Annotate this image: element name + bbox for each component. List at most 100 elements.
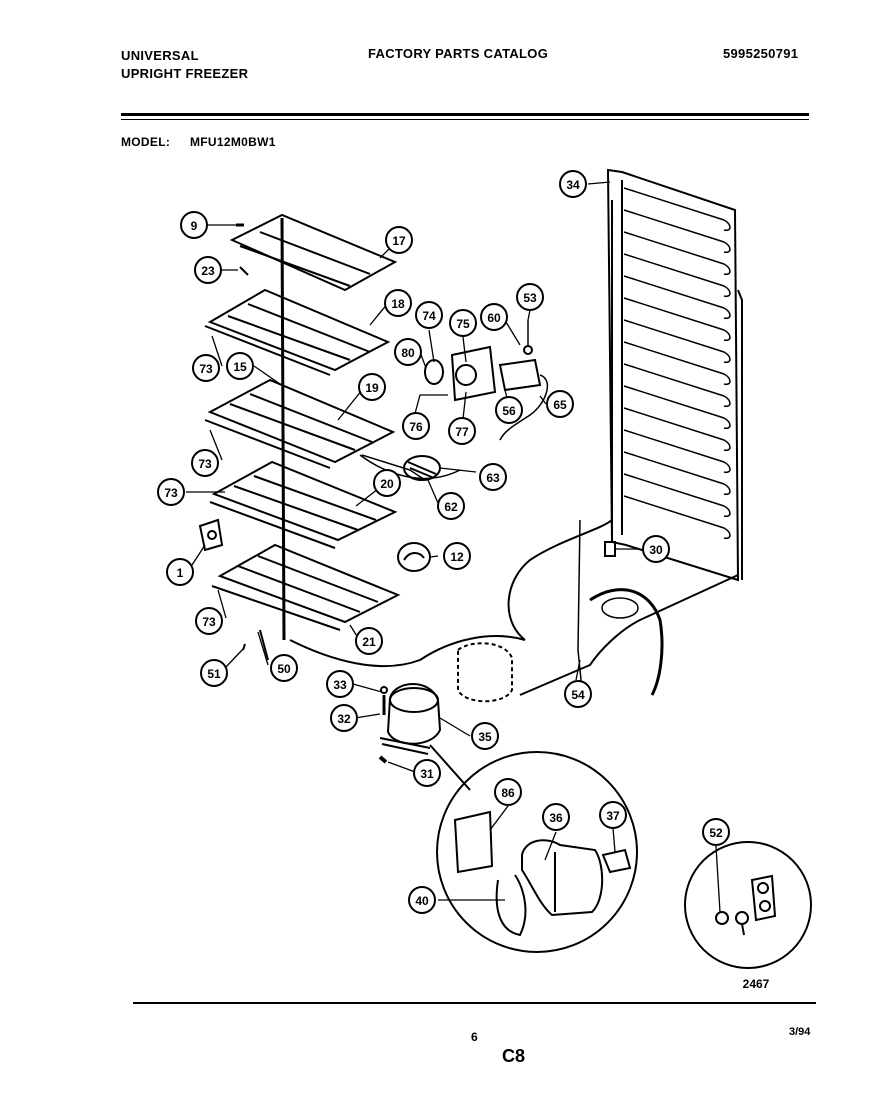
refrigerant-tube (289, 519, 613, 668)
shelf-bottom (211, 543, 401, 631)
callout-label: 60 (487, 311, 501, 325)
callout-33: 33 (326, 670, 354, 698)
header-rule-thin (121, 119, 809, 120)
callout-19: 19 (358, 373, 386, 401)
shelf-top (229, 213, 398, 292)
callout-17: 17 (385, 226, 413, 254)
callout-label: 33 (333, 678, 347, 692)
evaporator-coil (606, 168, 743, 582)
callout-1: 1 (166, 558, 194, 586)
callout-label: 21 (362, 635, 376, 649)
callout-label: 63 (486, 471, 500, 485)
brand-name: UNIVERSAL (121, 48, 199, 63)
callout-label: 75 (456, 317, 470, 331)
callout-label: 51 (207, 667, 221, 681)
callout-label: 80 (401, 346, 415, 360)
catalog-title: FACTORY PARTS CATALOG (368, 46, 549, 61)
callout-76: 76 (402, 412, 430, 440)
callout-80: 80 (394, 338, 422, 366)
callout-label: 20 (380, 477, 394, 491)
callout-73: 73 (157, 478, 185, 506)
callout-86: 86 (494, 778, 522, 806)
callout-label: 65 (553, 398, 567, 412)
callout-65: 65 (546, 390, 574, 418)
callout-40: 40 (408, 886, 436, 914)
product-name: UPRIGHT FREEZER (121, 66, 249, 81)
callout-37: 37 (599, 801, 627, 829)
callout-label: 73 (198, 457, 212, 471)
callout-20: 20 (373, 469, 401, 497)
callout-label: 9 (191, 219, 198, 233)
callout-54: 54 (564, 680, 592, 708)
drain-hose (589, 588, 664, 696)
callout-label: 40 (415, 894, 429, 908)
catalog-number: 5995250791 (723, 46, 799, 61)
callout-label: 1 (177, 566, 184, 580)
callout-51: 51 (200, 659, 228, 687)
callout-73: 73 (195, 607, 223, 635)
callout-label: 31 (420, 767, 434, 781)
callout-label: 18 (391, 297, 405, 311)
callout-30: 30 (642, 535, 670, 563)
callout-15: 15 (226, 352, 254, 380)
callout-label: 17 (392, 234, 406, 248)
callout-label: 74 (422, 309, 436, 323)
callout-label: 36 (549, 811, 563, 825)
callout-74: 74 (415, 301, 443, 329)
callout-label: 32 (337, 712, 351, 726)
shelf-2 (204, 288, 391, 376)
clip-30 (604, 541, 616, 557)
callout-label: 30 (649, 543, 663, 557)
callout-label: 56 (502, 404, 516, 418)
hinge-bracket (198, 518, 224, 552)
callout-23: 23 (194, 256, 222, 284)
callout-label: 37 (606, 809, 620, 823)
drawing-number: 2467 (743, 977, 770, 991)
wire-harness (359, 454, 461, 481)
hardware-detail-inset (684, 841, 812, 969)
callout-label: 52 (709, 826, 723, 840)
section-code: C8 (502, 1046, 526, 1066)
callout-label: 35 (478, 730, 492, 744)
callout-label: 77 (455, 425, 469, 439)
callout-35: 35 (471, 722, 499, 750)
footer-rule (133, 1002, 816, 1004)
callout-21: 21 (355, 627, 383, 655)
callout-53: 53 (516, 283, 544, 311)
callout-label: 12 (450, 550, 464, 564)
callout-73: 73 (191, 449, 219, 477)
thermostat-control-assembly (424, 320, 549, 441)
suction-line (519, 574, 739, 696)
callout-34: 34 (559, 170, 587, 198)
callout-label: 62 (444, 500, 458, 514)
capillary-tube (577, 519, 583, 691)
callout-73: 73 (192, 354, 220, 382)
callout-63: 63 (479, 463, 507, 491)
model-number: MFU12M0BW1 (190, 135, 276, 149)
compressor (379, 642, 513, 755)
light-socket-assembly (403, 455, 441, 481)
callout-77: 77 (448, 417, 476, 445)
callout-label: 34 (566, 178, 580, 192)
callout-9: 9 (180, 211, 208, 239)
callout-label: 76 (409, 420, 423, 434)
callout-label: 73 (202, 615, 216, 629)
revision-date: 3/94 (789, 1026, 811, 1038)
callout-60: 60 (480, 303, 508, 331)
callout-label: 73 (199, 362, 213, 376)
callout-label: 86 (501, 786, 515, 800)
callout-56: 56 (495, 396, 523, 424)
callout-label: 15 (233, 360, 247, 374)
callout-12: 12 (443, 542, 471, 570)
callout-62: 62 (437, 492, 465, 520)
shelf-3 (204, 378, 396, 469)
callout-label: 54 (571, 688, 585, 702)
callout-32: 32 (330, 704, 358, 732)
callout-52: 52 (702, 818, 730, 846)
callout-31: 31 (413, 759, 441, 787)
callout-36: 36 (542, 803, 570, 831)
callout-label: 23 (201, 264, 215, 278)
callout-label: 53 (523, 291, 537, 305)
